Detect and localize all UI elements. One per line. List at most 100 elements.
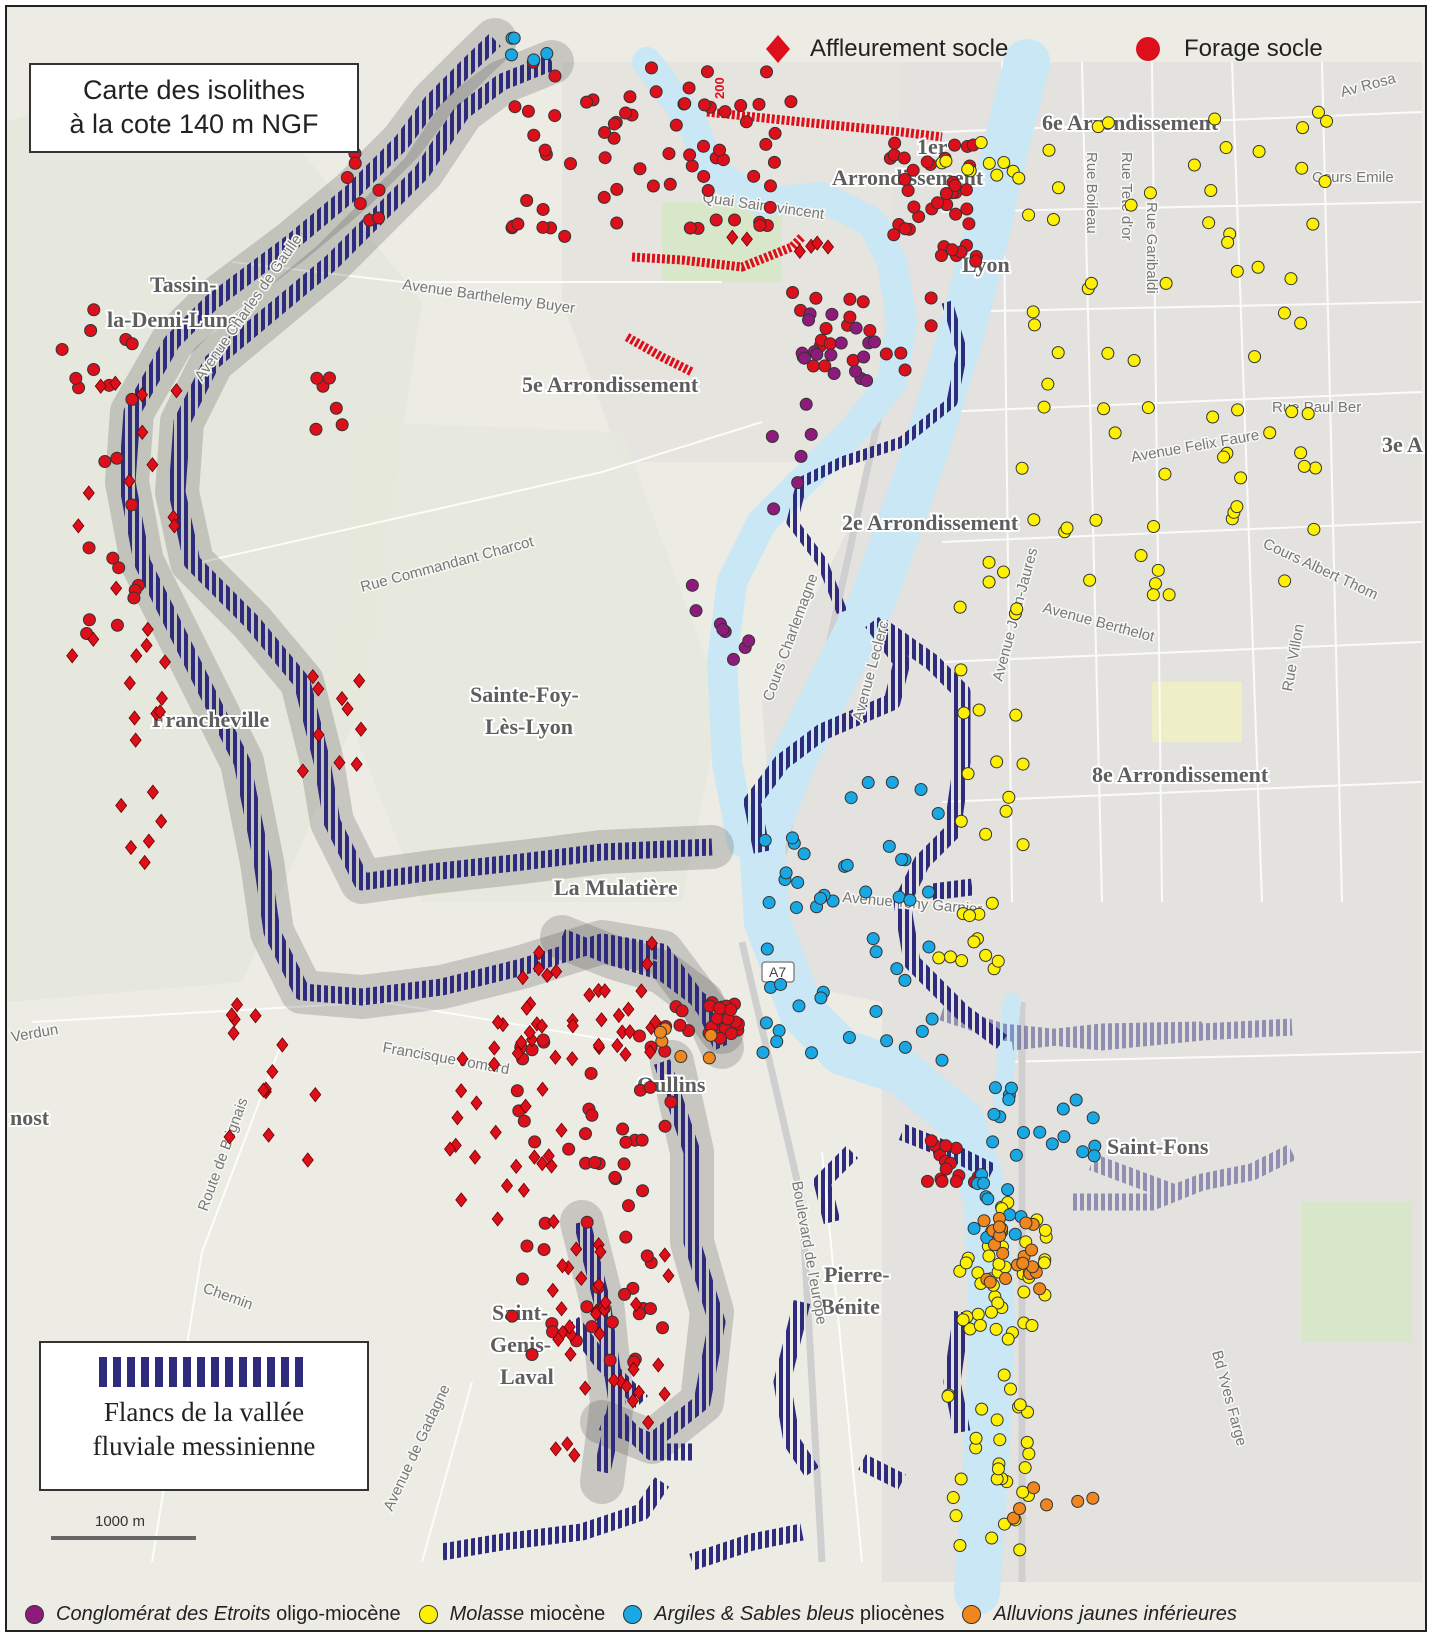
socle-point [110, 618, 124, 632]
molasse-point [1038, 1223, 1052, 1237]
argiles-point [977, 1176, 991, 1190]
socle-point [527, 128, 541, 142]
argiles-point [885, 775, 899, 789]
socle-point [678, 97, 692, 111]
socle-point [605, 1315, 619, 1329]
socle-point [548, 69, 562, 83]
outcrop-point [354, 721, 367, 737]
place-arr3: 3e A [1382, 432, 1423, 457]
outcrop-point [564, 1346, 577, 1362]
argiles-point [892, 890, 906, 904]
molasse-point [982, 575, 996, 589]
place-tassin2: la-Demi-Lune [107, 307, 238, 332]
socle-point [786, 285, 800, 299]
socle-point [585, 1320, 599, 1334]
place-arr8: 8e Arrondissement [1092, 762, 1269, 787]
outcrop-point [129, 732, 142, 748]
outcrop-point [555, 1122, 568, 1138]
argiles-point [504, 48, 518, 62]
molasse-point [1015, 461, 1029, 475]
socle-point [682, 81, 696, 95]
road-label: Rue Boileau [1083, 152, 1100, 234]
molasse-point [1037, 400, 1051, 414]
outcrop-point [130, 648, 143, 664]
argiles-point [869, 1004, 883, 1018]
socle-point [619, 1230, 633, 1244]
molasse-point [1143, 186, 1157, 200]
molasse-point [973, 1318, 987, 1332]
outcrop-point [632, 1384, 645, 1400]
outcrop-point [520, 1000, 533, 1016]
socle-point [580, 95, 594, 109]
outcrop-point [276, 1037, 289, 1053]
alluvions-point [1007, 1511, 1021, 1525]
outcrop-point [66, 648, 79, 664]
socle-point [112, 561, 126, 575]
outcrop-point [515, 1034, 528, 1051]
molasse-point [1101, 346, 1115, 360]
outcrop-point [488, 1040, 501, 1056]
lithology-name: Argiles & Sables bleus [654, 1602, 855, 1625]
outcrop-point [644, 1044, 657, 1060]
conglomerat-point [799, 397, 813, 411]
argiles-point [779, 866, 793, 880]
socle-point [322, 371, 336, 385]
molasse-point [985, 896, 999, 910]
molasse-point [1206, 410, 1220, 424]
argiles-point [760, 942, 774, 956]
argiles-point [774, 977, 788, 991]
outcrop-point [249, 1008, 262, 1024]
flank-hatch-icon [99, 1357, 309, 1387]
molasse-point [1013, 1543, 1027, 1557]
outcrop-point [170, 383, 183, 399]
road-label: Rue Tete d'or [1118, 152, 1135, 240]
argiles-point [540, 47, 554, 61]
socle-point [898, 222, 912, 236]
molasse-point [1285, 405, 1299, 419]
socle-point [753, 218, 767, 232]
molasse-point [1158, 467, 1172, 481]
alluvions-point [983, 1275, 997, 1289]
place-labels: 6e Arrondissement 1er Arrondissement Lyo… [8, 108, 1425, 1391]
socle-point [505, 1309, 519, 1323]
argiles-point [898, 973, 912, 987]
molasse-point [985, 1531, 999, 1545]
outcrop-point [82, 485, 95, 501]
outcrop-point [630, 1296, 643, 1313]
outcrop-point [619, 1046, 632, 1063]
socle-point [84, 324, 98, 338]
socle-point [82, 613, 96, 627]
molasse-point [1016, 757, 1030, 771]
socle-point [949, 1175, 963, 1189]
argiles-point [935, 1053, 949, 1067]
socle-point [632, 1029, 646, 1043]
socle-point [125, 337, 139, 351]
conglomerat-point [802, 313, 816, 327]
molasse-point [1284, 272, 1298, 286]
molasse-point [961, 162, 975, 176]
molasse-point [992, 1257, 1006, 1271]
conglomerat-point [857, 350, 871, 364]
socle-point [724, 1027, 738, 1041]
argiles-point [915, 1024, 929, 1038]
outcrop-point [257, 1082, 270, 1098]
flank-legend-box: Flancs de la vallée fluviale messinienne [39, 1341, 369, 1491]
molasse-point [1083, 573, 1097, 587]
socle-point [588, 1155, 602, 1169]
socle-point [564, 157, 578, 171]
molasse-point [1151, 563, 1165, 577]
molasse-point [954, 663, 968, 677]
a7-shield-label: A7 [769, 964, 786, 980]
outcrop-point [135, 387, 149, 403]
lithology-name: Molasse [449, 1602, 525, 1625]
map-title-line1: Carte des isolithes [82, 75, 306, 105]
socle-point [924, 291, 938, 305]
molasse-point [1297, 459, 1311, 473]
lithology-age: miocène [524, 1602, 606, 1625]
molasse-point [957, 706, 971, 720]
molasse-point [1009, 708, 1023, 722]
socle-point [619, 1135, 633, 1149]
molasse-point [991, 1296, 1005, 1310]
socle-point [607, 131, 621, 145]
socle-point [372, 211, 386, 225]
